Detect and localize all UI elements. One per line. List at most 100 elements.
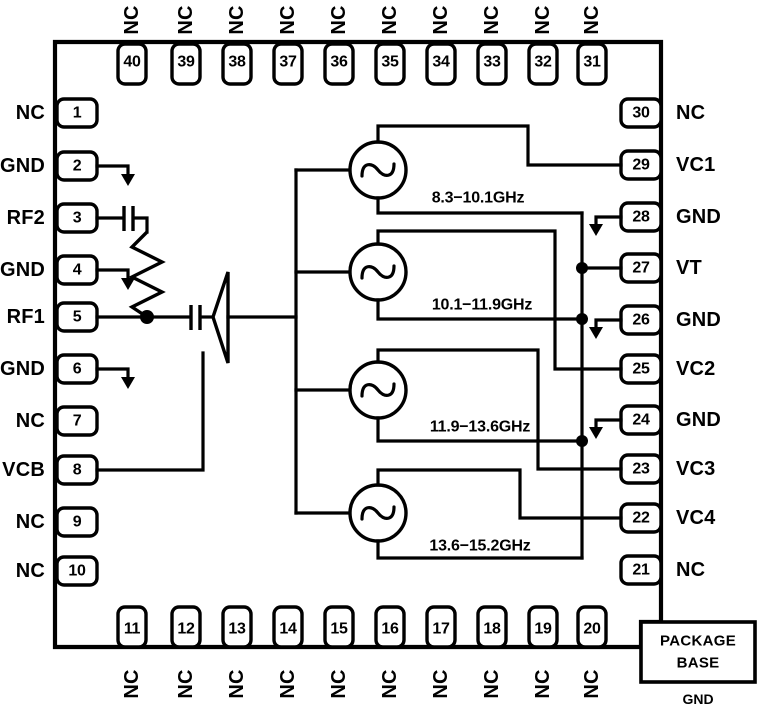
pin-22-label: VC4 (676, 507, 716, 529)
pin-33-number: 33 (483, 54, 501, 71)
pin-17[interactable]: 17 NC (425, 605, 457, 699)
pin-8-number: 8 (73, 462, 82, 479)
pin-32-number: 32 (534, 54, 552, 71)
pin-17-label: NC (430, 669, 452, 698)
pin-33[interactable]: 33 NC (476, 5, 508, 86)
pin-35[interactable]: 35 NC (374, 5, 406, 86)
pin-30-label: NC (676, 102, 705, 124)
pin-37-number: 37 (279, 54, 297, 71)
pin-13-number: 13 (228, 621, 246, 638)
vco1-band-label: 8.3−10.1GHz (432, 190, 525, 207)
ground-symbol-pin-2 (95, 164, 135, 186)
pin-3-label: RF2 (7, 207, 45, 229)
left-pin-group: 1 NC 2 GND 3 RF2 4 GND (0, 97, 99, 587)
junction-dot-vt-1 (576, 262, 588, 274)
pin-17-number: 17 (432, 621, 450, 638)
vco3-band-label: 11.9−13.6GHz (430, 419, 531, 436)
junction-dot-vt-2 (576, 313, 588, 325)
buffer-amplifier (95, 271, 230, 472)
pin-9[interactable]: 9 NC (16, 506, 99, 538)
pin-4[interactable]: 4 GND (0, 254, 99, 286)
pin-38-number: 38 (228, 54, 246, 71)
oscillator-vco3: 11.9−13.6GHz (348, 348, 623, 471)
chip-body-outline (52, 39, 664, 650)
pin-38-label: NC (226, 5, 248, 34)
pin-11-label: NC (121, 669, 143, 698)
pin-8-label: VCB (2, 459, 45, 481)
pin-1-number: 1 (73, 105, 82, 122)
resistor-r1 (128, 230, 166, 319)
pin-26-number: 26 (632, 312, 650, 329)
junction-dot-rf1 (140, 310, 154, 324)
pin-4-label: GND (0, 259, 45, 281)
pin-40[interactable]: 40 NC (116, 5, 148, 86)
pin-15[interactable]: 15 NC (323, 605, 355, 699)
pin-22-number: 22 (632, 510, 650, 527)
pin-12[interactable]: 12 NC (170, 605, 202, 699)
pin-20-label: NC (581, 669, 603, 698)
pin-32[interactable]: 32 NC (527, 5, 559, 86)
pin-12-number: 12 (177, 621, 195, 638)
pin-28-label: GND (676, 206, 721, 228)
vco4-band-label: 13.6−15.2GHz (429, 538, 530, 555)
pin-2[interactable]: 2 GND (0, 150, 99, 182)
ground-symbol-pin-6 (95, 367, 135, 389)
pin-25[interactable]: 25 VC2 (619, 353, 716, 385)
pin-5[interactable]: 5 RF1 (7, 301, 99, 333)
pin-13-label: NC (226, 669, 248, 698)
pin-21-label: NC (676, 559, 705, 581)
pin-27[interactable]: 27 VT (619, 252, 702, 284)
pin-8[interactable]: 8 VCB (2, 454, 99, 486)
pin-34[interactable]: 34 NC (425, 5, 457, 86)
pin-26[interactable]: 26 GND (619, 304, 721, 336)
vco-input-bus (294, 168, 352, 515)
pin-31[interactable]: 31 NC (576, 5, 608, 86)
pin-10-number: 10 (68, 563, 86, 580)
pin-22[interactable]: 22 VC4 (619, 502, 716, 534)
pin-21-number: 21 (632, 562, 650, 579)
rf2-input-path (95, 206, 149, 234)
pin-1[interactable]: 1 NC (16, 97, 99, 129)
pin-1-label: NC (16, 102, 45, 124)
pin-24-number: 24 (632, 412, 650, 429)
pin-18-label: NC (481, 669, 503, 698)
pin-25-number: 25 (632, 361, 650, 378)
pin-28[interactable]: 28 GND (619, 201, 721, 233)
pin-25-label: VC2 (676, 358, 716, 380)
pin-18[interactable]: 18 NC (476, 605, 508, 699)
pin-19[interactable]: 19 NC (527, 605, 559, 699)
pin-5-label: RF1 (7, 306, 45, 328)
pin-6[interactable]: 6 GND (0, 353, 99, 385)
pin-6-label: GND (0, 358, 45, 380)
package-base-block: PACKAGE BASE GND (639, 620, 757, 707)
pin-21[interactable]: 21 NC (619, 554, 705, 586)
pin-7[interactable]: 7 NC (16, 405, 99, 437)
pin-2-number: 2 (73, 158, 82, 175)
pin-16[interactable]: 16 NC (374, 605, 406, 699)
pin-14[interactable]: 14 NC (272, 605, 304, 699)
pin-37[interactable]: 37 NC (272, 5, 304, 86)
pin-39[interactable]: 39 NC (170, 5, 202, 86)
pin-23[interactable]: 23 VC3 (619, 453, 716, 485)
pin-38[interactable]: 38 NC (221, 5, 253, 86)
pin-31-number: 31 (583, 54, 601, 71)
pin-20[interactable]: 20 NC (576, 605, 608, 699)
pin-40-label: NC (121, 5, 143, 34)
pin-35-number: 35 (381, 54, 399, 71)
right-pin-group: 30 NC 29 VC1 28 GND 27 VT (619, 97, 721, 586)
pin-9-number: 9 (73, 514, 82, 531)
pin-30[interactable]: 30 NC (619, 97, 705, 129)
pin-10[interactable]: 10 NC (16, 555, 99, 587)
ground-symbol-pin-24 (589, 418, 623, 439)
pin-29[interactable]: 29 VC1 (619, 149, 716, 181)
pin-3[interactable]: 3 RF2 (7, 202, 99, 234)
pin-11[interactable]: 11 NC (116, 605, 148, 699)
pin-7-number: 7 (73, 413, 82, 430)
pin-39-number: 39 (177, 54, 195, 71)
ground-symbol-pin-26 (589, 318, 623, 339)
pin-24[interactable]: 24 GND (619, 404, 721, 436)
pin-13[interactable]: 13 NC (221, 605, 253, 699)
pin-36[interactable]: 36 NC (323, 5, 355, 86)
pin-14-label: NC (277, 669, 299, 698)
